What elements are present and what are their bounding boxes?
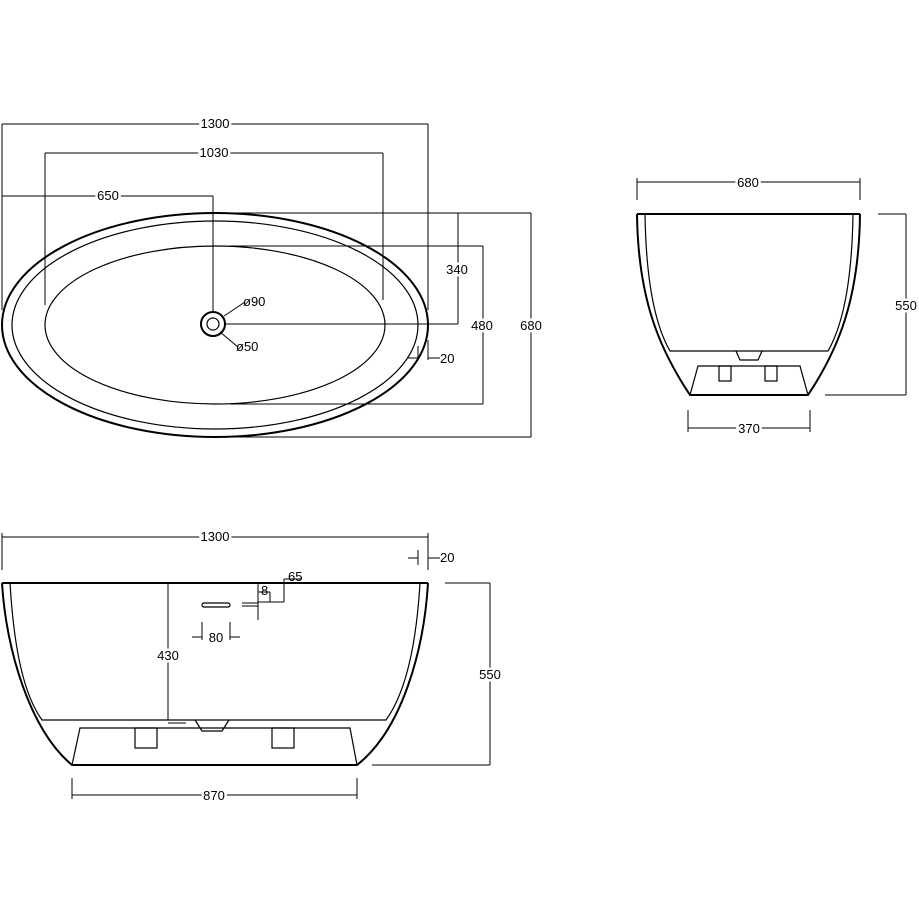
side-overflow-offset-label: 65 (288, 569, 302, 584)
side-overall-length-label: 1300 (201, 529, 230, 544)
end-foot-left (718, 365, 732, 382)
top-view: 1300 1030 650 340 480 680 ø90 ø50 (1, 114, 544, 438)
top-inner-length-label: 1030 (200, 145, 229, 160)
overflow-slot (201, 602, 231, 608)
top-rim-thickness-label: 20 (440, 351, 454, 366)
end-view: 680 550 370 (636, 173, 919, 439)
end-drain-sump (735, 350, 763, 361)
end-top-width-label: 680 (737, 175, 759, 190)
side-outer-shell (1, 582, 429, 766)
end-foot-right (764, 365, 778, 382)
side-view: 1300 20 430 550 80 65 8 870 (1, 527, 503, 806)
side-overflow-height-label: 430 (157, 648, 179, 663)
side-inner-shell (9, 582, 421, 721)
tub-outer-rim (1, 212, 429, 438)
tub-basin-outline (44, 245, 386, 405)
drain-inner-diameter-label: ø50 (236, 339, 258, 354)
side-overall-height-label: 550 (479, 667, 501, 682)
end-inner-shell (644, 213, 854, 352)
side-rim-thickness-label: 20 (440, 550, 454, 565)
end-base-width-label: 370 (738, 421, 760, 436)
side-base-length-label: 870 (203, 788, 225, 803)
tub-rim-inner-edge (11, 220, 419, 430)
side-overflow-thickness-label: 8 (261, 583, 268, 598)
drain-inner-circle (206, 317, 220, 331)
top-drain-to-wall-label: 340 (446, 262, 468, 277)
side-drain-sump (194, 719, 230, 732)
top-overall-length-label: 1300 (201, 116, 230, 131)
drain-outer-circle (200, 311, 226, 337)
end-outer-shell (636, 213, 861, 396)
end-height-label: 550 (895, 298, 917, 313)
side-base-pedestal (71, 727, 358, 766)
side-foot-right (271, 727, 295, 749)
drain-outer-diameter-label: ø90 (243, 294, 265, 309)
top-drain-offset-label: 650 (97, 188, 119, 203)
top-overall-width-label: 680 (520, 318, 542, 333)
end-base-pedestal (689, 365, 809, 396)
side-overflow-slot-label: 80 (209, 630, 223, 645)
side-foot-left (134, 727, 158, 749)
top-inner-width-label: 480 (471, 318, 493, 333)
